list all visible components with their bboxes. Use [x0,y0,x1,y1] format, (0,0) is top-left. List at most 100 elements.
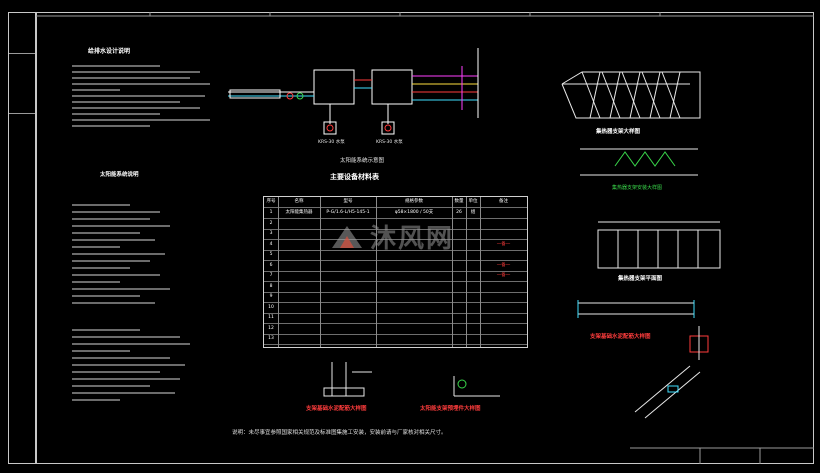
table-cell: 8 [269,283,273,289]
table-cell [452,292,466,302]
table-cell [452,271,466,281]
table-row: 11 [264,313,527,324]
table-cell: 一备一 [496,241,511,247]
table-cell: 一备一 [496,262,511,268]
table-cell [320,313,376,323]
col-header: 数量 [454,199,464,204]
foundation-detail-caption: 支架基础水泥配筋大样图 [306,406,367,412]
table-row: 9 [264,292,527,303]
embedded-part-detail [453,376,500,397]
foundation-detail-left [323,362,372,397]
table-row: 13 [264,334,527,345]
table-cell: 12 [268,325,274,331]
left-notes-text-block [72,65,210,127]
table-cell [376,303,452,313]
table-cell [278,303,320,313]
table-row: 12 [264,324,527,335]
table-cell [480,219,527,229]
col-header: 规格参数 [405,199,423,204]
left-system-text-block [72,204,190,401]
table-cell [320,334,376,344]
table-cell [376,313,452,323]
embedded-detail-caption: 太阳能支架预埋件大样图 [420,406,481,412]
table-cell [278,240,320,250]
foundation-rebar-detail [577,300,709,360]
col-header: 序号 [266,199,276,204]
col-header: 备注 [499,199,508,204]
table-cell [466,313,480,323]
table-cell [278,250,320,260]
table-cell [466,292,480,302]
table-cell [452,229,466,239]
table-cell [278,261,320,271]
table-cell: 5 [269,252,273,257]
table-cell [466,219,480,229]
bracket-install-detail [580,148,698,176]
diagonal-support-detail [634,365,701,419]
table-cell [480,282,527,292]
table-cell [320,303,376,313]
table-cell [376,292,452,302]
table-cell [452,303,466,313]
plan-detail-caption: 集热器支架平面图 [618,276,663,282]
table-cell [376,282,452,292]
table-cell [466,303,480,313]
table-cell [376,271,452,281]
table-cell: 1 [269,210,273,215]
table-cell [452,324,466,334]
binding-strip [8,12,36,464]
table-cell [320,324,376,334]
table-col-divider [452,197,453,347]
table-cell: 一备一 [496,273,511,278]
ruler-ticks [36,12,814,17]
table-cell [376,324,452,334]
table-row: 10 [264,303,527,314]
table-cell [452,334,466,344]
table-cell: 7 [269,273,273,278]
table-cell: 11 [268,315,274,320]
table-cell [320,292,376,302]
table-cell [480,229,527,239]
table-cell: 2 [269,220,273,226]
table-cell [278,313,320,323]
table-cell: 6 [269,262,273,268]
table-cell [480,208,527,218]
equipment-table-title: 主要设备材料表 [330,173,379,181]
table-cell: 10 [268,304,274,310]
collector-bracket-detail [561,71,701,119]
table-cell [452,261,466,271]
watermark-text: 沐风网 [370,224,455,254]
table-cell [466,271,480,281]
design-notes-title: 给排水设计说明 [88,48,131,55]
table-cell [376,261,452,271]
table-cell [452,240,466,250]
strip-divider [9,53,35,54]
table-row: 5 [264,250,527,261]
bracket-plan-detail [597,221,721,269]
table-cell [320,271,376,281]
table-col-divider [320,197,321,347]
table-cell: 组 [470,210,476,215]
system-notes-title: 太阳能系统说明 [100,172,139,178]
drawing-frame [36,12,814,464]
table-cell [466,324,480,334]
table-cell [452,313,466,323]
table-cell [466,240,480,250]
table-cell [278,219,320,229]
table-row: 2 [264,219,527,230]
table-col-divider [278,197,279,347]
col-header: 型号 [343,199,353,204]
table-col-divider [376,197,377,347]
table-row: 3 [264,229,527,240]
table-cell: 26 [456,210,462,215]
col-header: 名称 [294,199,304,204]
table-row: 8 [264,282,527,293]
table-cell [480,292,527,302]
table-cell [278,282,320,292]
table-col-divider [466,197,467,347]
table-cell [480,303,527,313]
table-cell [278,292,320,302]
